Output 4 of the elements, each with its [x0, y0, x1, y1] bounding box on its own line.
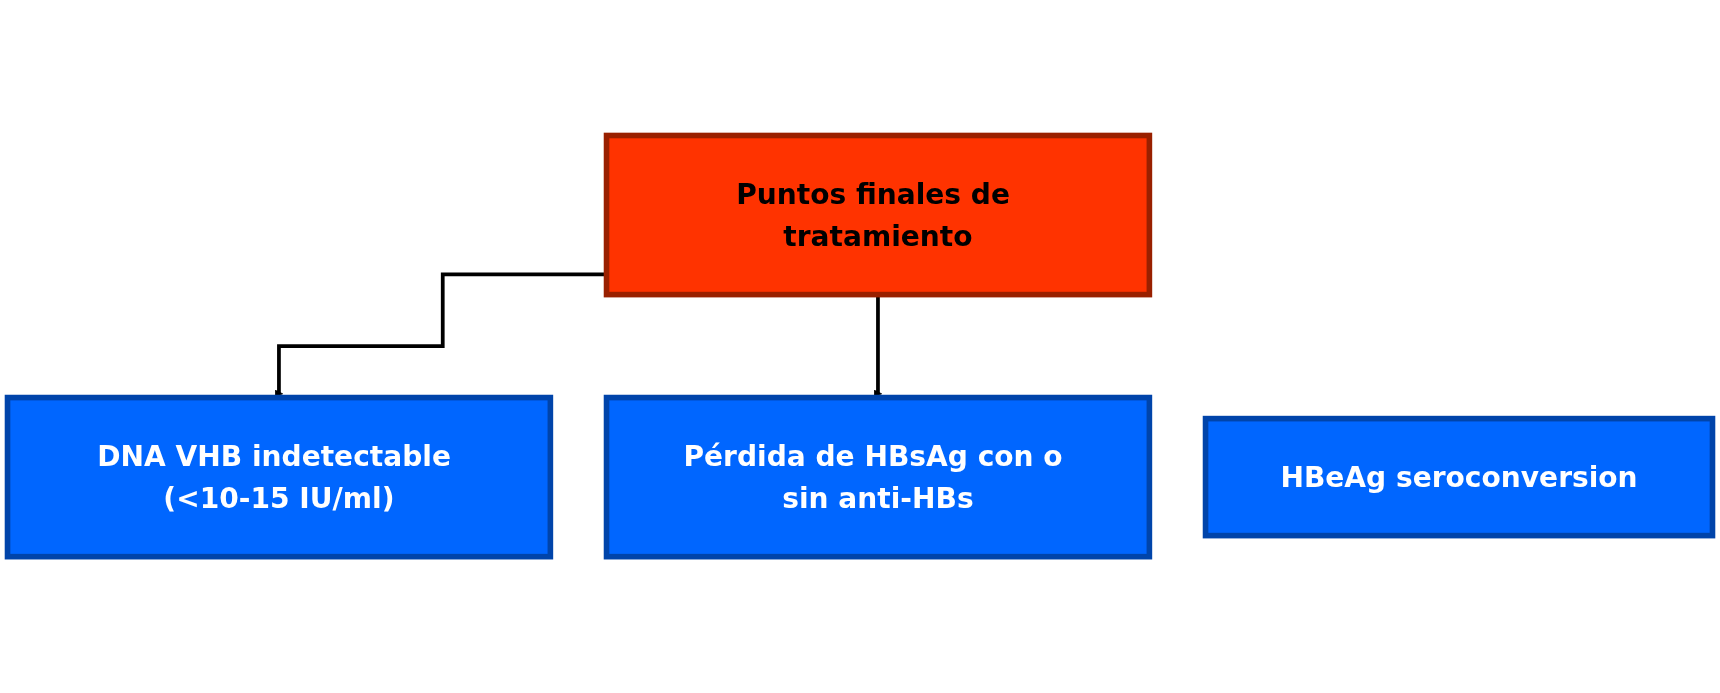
node-box: HBeAg seroconversion [1202, 416, 1716, 539]
node-box: Puntos finales de tratamiento [603, 133, 1153, 298]
node-box: Pérdida de HBsAg con o sin anti-HBs [603, 395, 1153, 560]
node-box: DNA VHB indetectable (<10-15 IU/ml) [4, 395, 554, 560]
